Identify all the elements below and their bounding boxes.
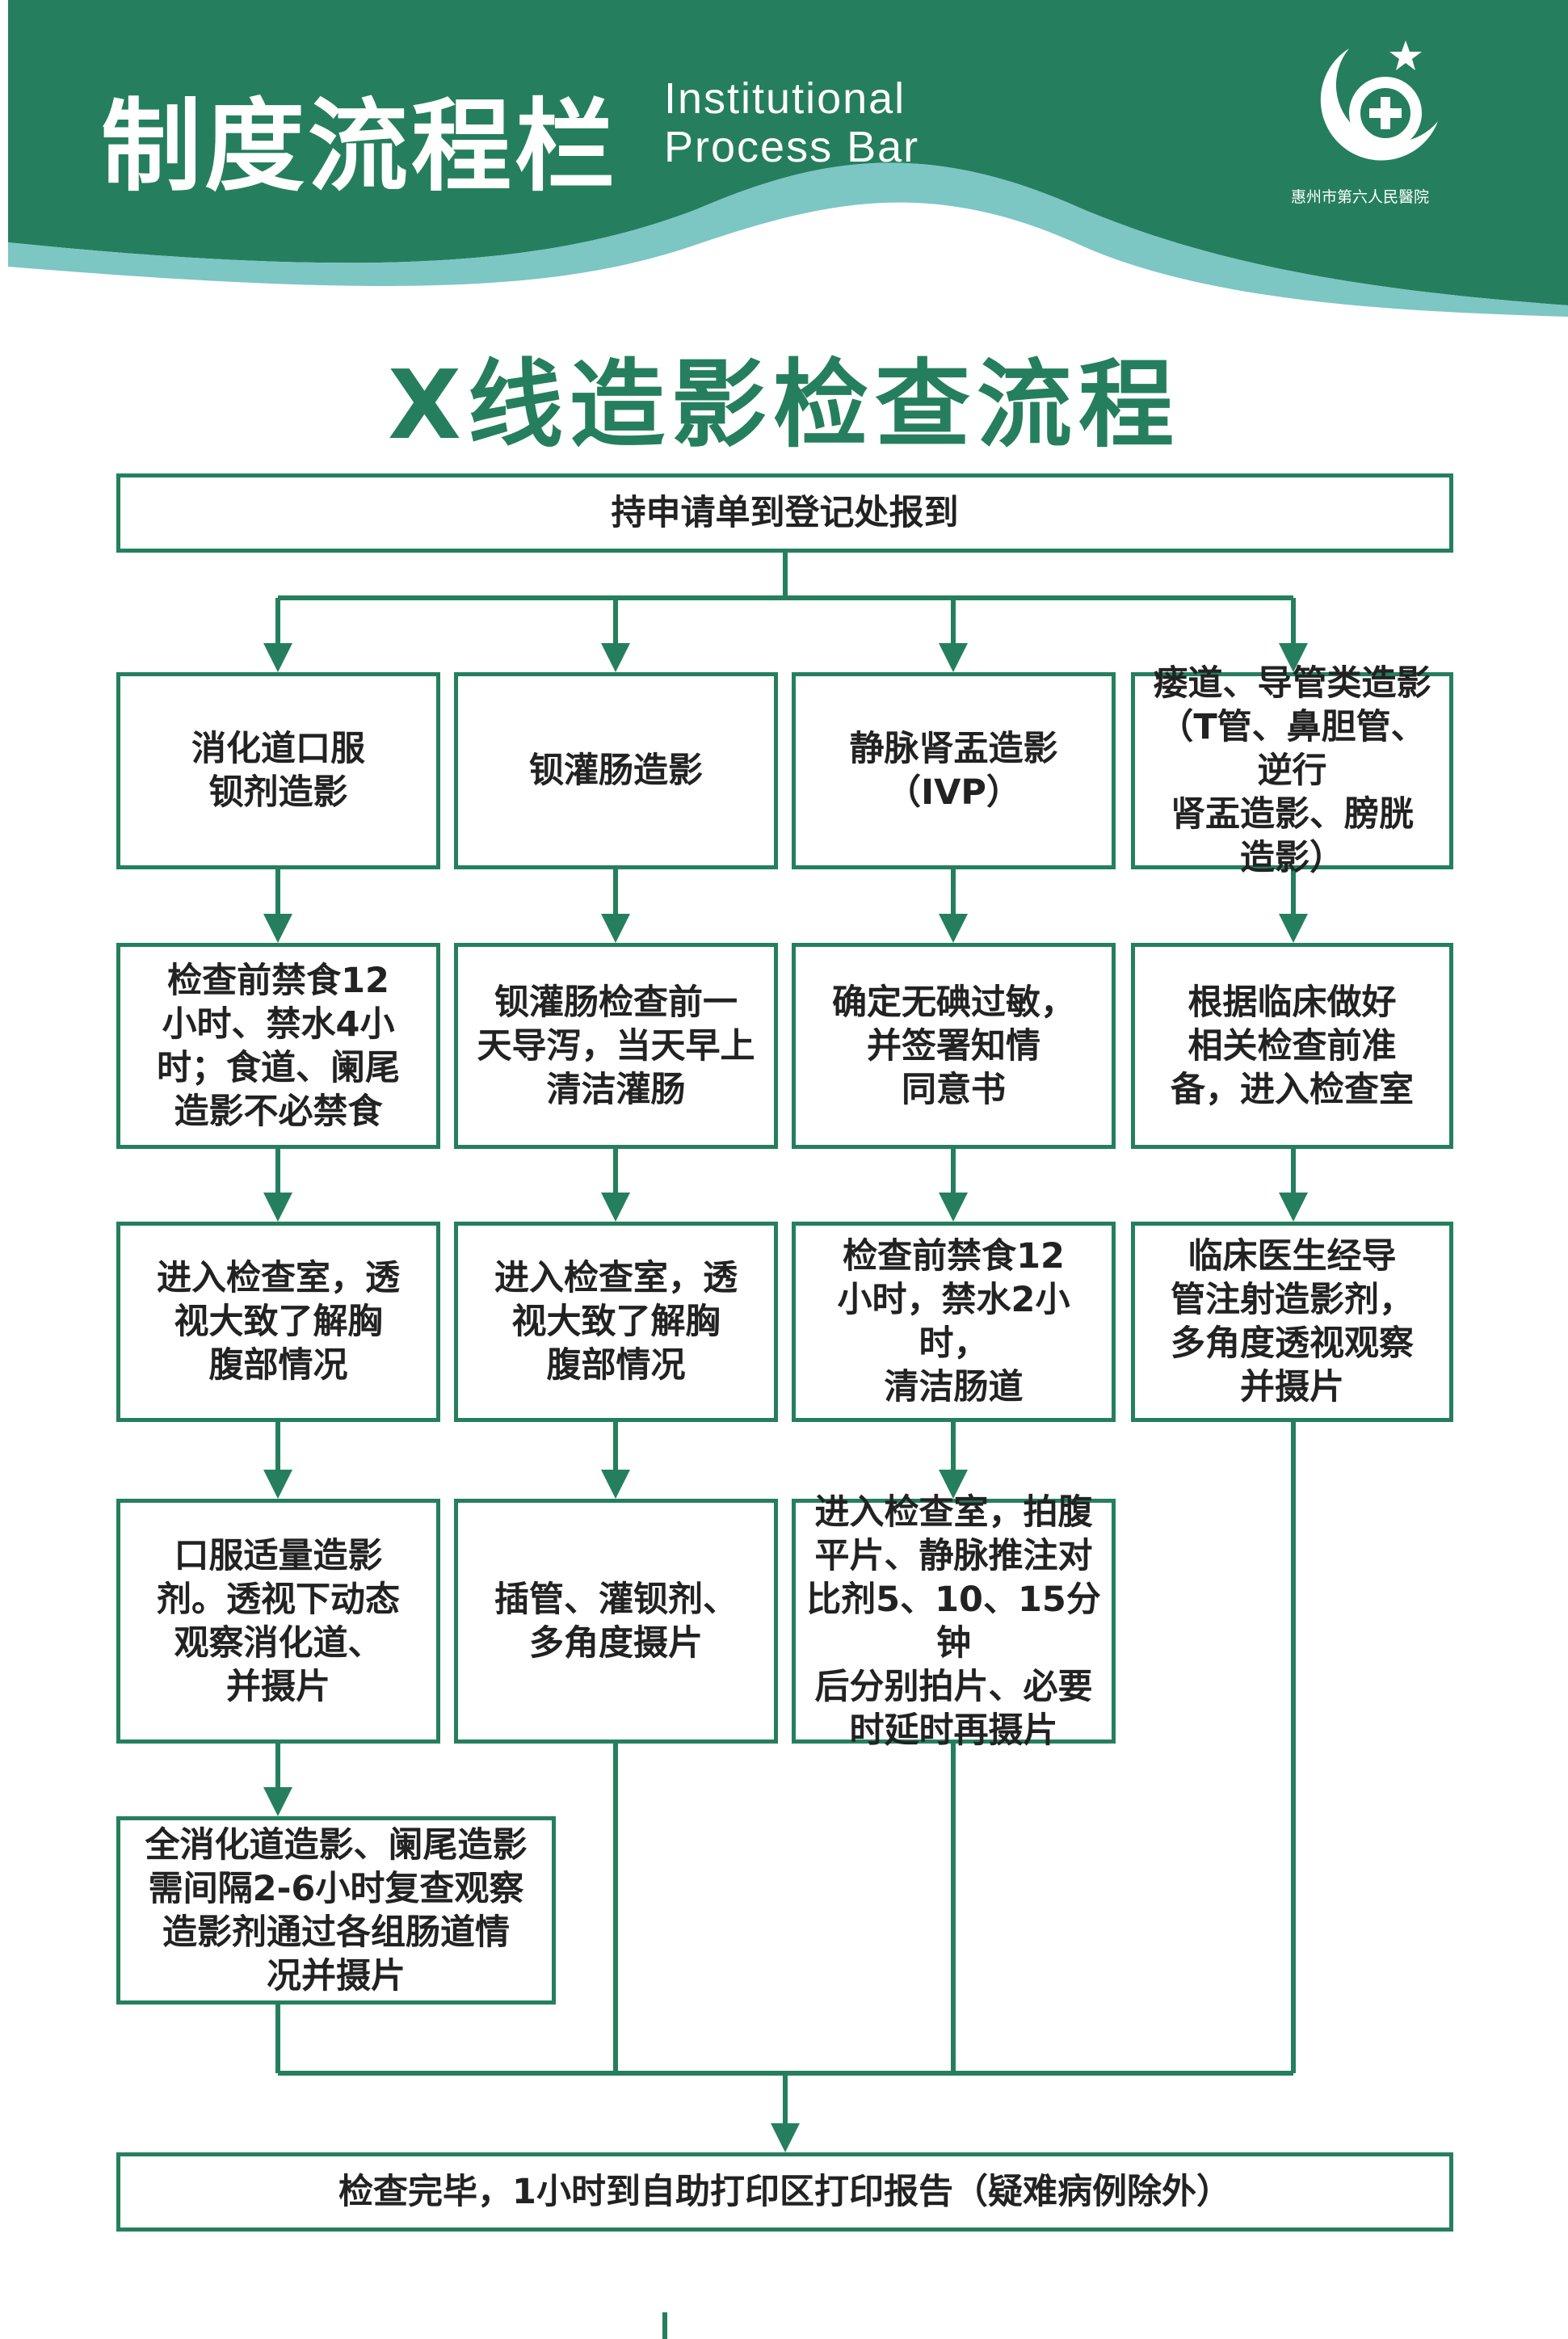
header-title-en-1: Institutional — [664, 74, 906, 123]
arrow-icon — [939, 914, 968, 943]
step-col1-row2: 检查前禁食12 小时、禁水4小 时；食道、阑尾 造影不必禁食 — [116, 943, 440, 1149]
hospital-logo-icon — [1320, 40, 1438, 161]
step-col2-row2: 钡灌肠检查前一 天导泻，当天早上 清洁灌肠 — [454, 943, 778, 1149]
arrow-icon — [263, 1470, 292, 1499]
arrow-icon — [1279, 643, 1308, 672]
step-col2-row1: 钡灌肠造影 — [454, 672, 778, 869]
page-title: X线造影检查流程 — [388, 349, 1180, 461]
arrow-icon — [939, 643, 968, 672]
step-col1-row1: 消化道口服 钡剂造影 — [116, 672, 440, 869]
arrow-icon — [263, 1193, 292, 1222]
step-col4-row1: 瘘道、导管类造影 （T管、鼻胆管、逆行 肾盂造影、膀胱 造影） — [1131, 663, 1453, 878]
arrow-icon — [601, 1470, 630, 1499]
header-title-cn: 制度流程栏 — [101, 89, 619, 205]
arrow-icon — [939, 1470, 968, 1499]
arrow-icon — [263, 643, 292, 672]
step-col4-row2: 根据临床做好 相关检查前准 备，进入检查室 — [1131, 943, 1453, 1149]
step-col1-row4: 口服适量造影 剂。透视下动态 观察消化道、 并摄片 — [116, 1499, 440, 1744]
hospital-name: 惠州市第六人民醫院 — [1291, 188, 1430, 206]
step-col3-row4: 进入检查室，拍腹 平片、静脉推注对 比剂5、10、15分钟 后分别拍片、必要 时… — [792, 1492, 1116, 1751]
arrow-icon — [1279, 1193, 1308, 1222]
step-end: 检查完毕，1小时到自助打印区打印报告（疑难病例除外） — [116, 2152, 1453, 2232]
header-title-en-2: Process Bar — [664, 123, 920, 171]
header-banner — [8, 0, 1568, 317]
arrow-icon — [601, 643, 630, 672]
arrow-icon — [601, 1193, 630, 1222]
step-col1-row3: 进入检查室，透 视大致了解胸 腹部情况 — [116, 1222, 440, 1422]
arrow-icon — [939, 1193, 968, 1222]
arrow-icon — [601, 914, 630, 943]
arrow-icon — [1279, 914, 1308, 943]
step-start: 持申请单到登记处报到 — [116, 473, 1453, 553]
step-col1-row5: 全消化道造影、阑尾造影 需间隔2-6小时复查观察 造影剂通过各组肠道情 况并摄片 — [116, 1816, 556, 2005]
arrow-icon — [263, 914, 292, 943]
step-col3-row2: 确定无碘过敏， 并签署知情 同意书 — [792, 943, 1116, 1149]
step-col2-row3: 进入检查室，透 视大致了解胸 腹部情况 — [454, 1222, 778, 1422]
arrow-icon — [771, 2123, 800, 2152]
step-col3-row1: 静脉肾盂造影 （IVP） — [792, 672, 1116, 869]
step-col2-row4: 插管、灌钡剂、 多角度摄片 — [454, 1499, 778, 1744]
step-col4-row3: 临床医生经导 管注射造影剂， 多角度透视观察 并摄片 — [1131, 1222, 1453, 1422]
step-col3-row3: 检查前禁食12 小时，禁水2小时， 清洁肠道 — [792, 1222, 1116, 1422]
arrow-icon — [263, 1787, 292, 1816]
